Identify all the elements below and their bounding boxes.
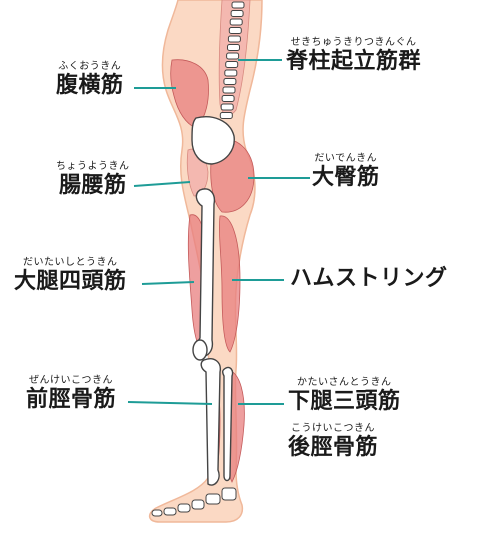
foot-bones — [151, 487, 237, 517]
vertebra — [228, 27, 242, 34]
spine-bones — [219, 1, 245, 119]
furigana: だいたいしとうきん — [23, 257, 118, 268]
vertebra — [229, 18, 243, 26]
furigana: ぜんけいこつきん — [29, 375, 113, 386]
label-gluteus-maximus: だいでんきん 大臀筋 — [312, 154, 380, 189]
leader-lines — [127, 59, 310, 405]
vertebra — [225, 61, 239, 68]
vertebra — [223, 78, 237, 85]
foot-bone — [163, 507, 177, 516]
vertebra — [224, 69, 238, 77]
leader-line-iliopsoas — [133, 181, 191, 187]
muscle-name: 大腿四頭筋 — [14, 269, 127, 294]
leader-line-tibialis-anterior — [127, 401, 213, 405]
muscle-name: 大臀筋 — [312, 165, 380, 190]
furigana: こうけいこつきん — [291, 423, 375, 434]
vertebra — [227, 35, 241, 43]
vertebra — [226, 52, 240, 60]
muscle-name: 下腿三頭筋 — [288, 389, 401, 414]
hamstrings-muscle — [219, 215, 241, 353]
muscle-name: 脊柱起立筋群 — [286, 49, 422, 74]
label-rectus-abdominis: ふくおうきん 腹横筋 — [56, 62, 124, 97]
vertebra — [230, 10, 244, 17]
muscle-name: 後脛骨筋 — [288, 435, 379, 460]
label-iliopsoas: ちょうようきん 腸腰筋 — [56, 162, 130, 197]
label-quadriceps: だいたいしとうきん 大腿四頭筋 — [14, 258, 127, 293]
muscle-name: 腸腰筋 — [58, 173, 127, 198]
muscle-name: ハムストリング — [290, 266, 448, 291]
muscle-name: 前脛骨筋 — [26, 387, 117, 412]
foot-bone — [205, 493, 221, 505]
label-erector-spinae: せきちゅうきりつきんぐん 脊柱起立筋群 — [286, 38, 421, 73]
furigana: ふくおうきん — [58, 61, 122, 72]
label-tibialis-posterior: こうけいこつきん 後脛骨筋 — [288, 424, 378, 459]
vertebra — [220, 103, 234, 111]
vertebra — [231, 1, 245, 9]
label-triceps-surae: かたいさんとうきん 下腿三頭筋 — [288, 378, 401, 413]
foot-bone — [221, 487, 237, 501]
label-hamstrings: ハムストリング — [290, 268, 448, 290]
label-tibialis-anterior: ぜんけいこつきん 前脛骨筋 — [26, 376, 116, 411]
leader-line-quadriceps — [141, 281, 195, 285]
pelvis-bone — [191, 116, 235, 165]
vertebra — [222, 86, 236, 94]
foot-bone — [151, 509, 163, 517]
foot-bone — [191, 499, 205, 510]
furigana: せきちゅうきりつきんぐん — [290, 37, 417, 48]
muscle-name: 腹横筋 — [56, 73, 124, 98]
vertebra — [221, 95, 235, 102]
patella-bone — [192, 339, 208, 361]
furigana: ちょうようきん — [56, 161, 130, 172]
fibula-bone — [222, 366, 234, 482]
tibia-bone — [200, 358, 221, 486]
vertebra — [219, 112, 233, 119]
vertebra — [227, 44, 240, 51]
foot-bone — [177, 503, 191, 513]
furigana: かたいさんとうきん — [297, 377, 392, 388]
furigana: だいでんきん — [314, 153, 378, 164]
